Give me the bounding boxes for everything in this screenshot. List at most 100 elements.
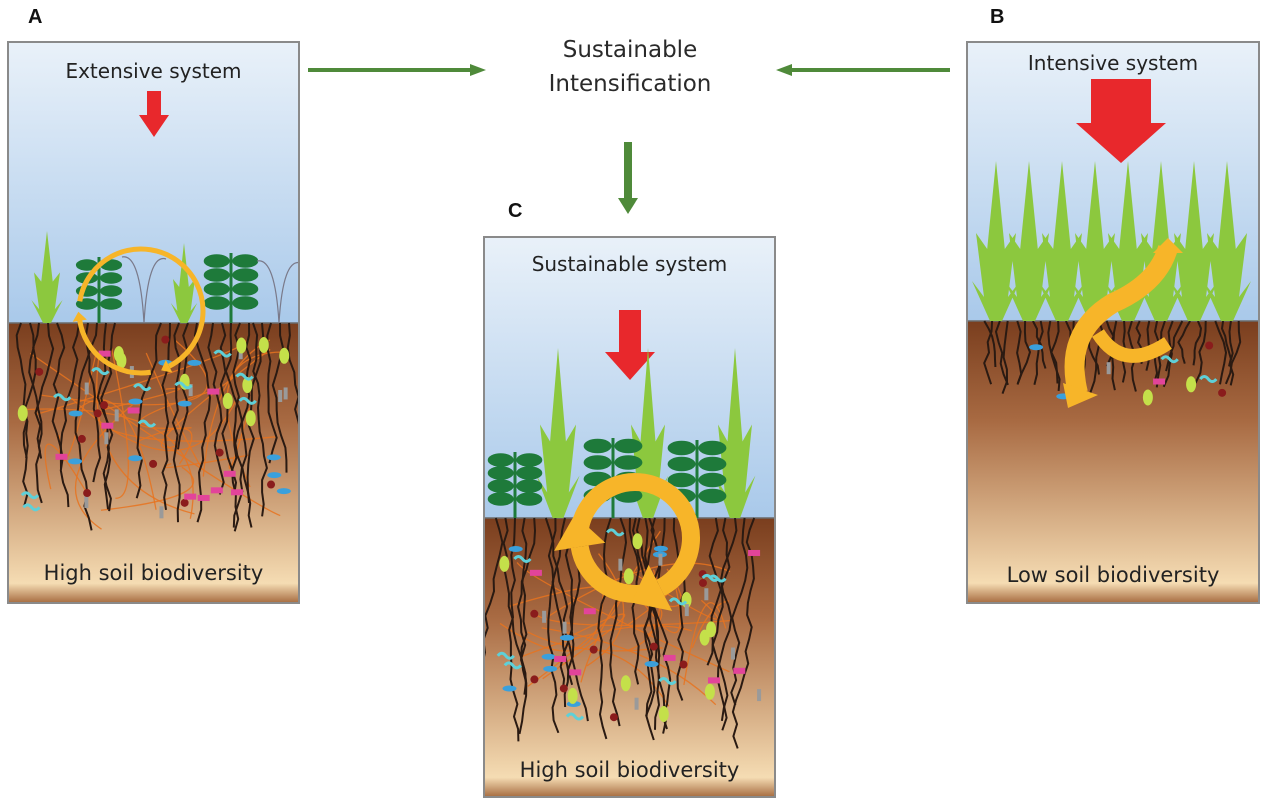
soil-organism-icon bbox=[188, 384, 193, 397]
grass-plant-icon bbox=[1038, 161, 1086, 321]
legume-leaf bbox=[232, 296, 259, 310]
legume-leaf bbox=[583, 455, 612, 470]
soil bbox=[968, 321, 1258, 602]
soil-organism-icon bbox=[127, 407, 140, 414]
soil-organism-icon bbox=[704, 683, 715, 700]
soil-organism-icon bbox=[1160, 355, 1179, 364]
legume-leaf bbox=[698, 440, 727, 456]
soil-organism-icon bbox=[230, 489, 243, 496]
legume-leaf bbox=[232, 268, 259, 282]
root bbox=[193, 322, 212, 523]
soil-organism-icon bbox=[113, 346, 124, 363]
soil-organism-icon bbox=[583, 608, 596, 615]
soil-organism-icon bbox=[699, 629, 710, 646]
soil-organism-icon bbox=[187, 359, 202, 366]
nutrient-cycle-arrow-icon bbox=[570, 473, 700, 596]
grass-plant-icon bbox=[31, 231, 63, 323]
root bbox=[1162, 320, 1174, 388]
root bbox=[207, 322, 225, 495]
cycle-arrowhead-icon bbox=[554, 514, 606, 551]
soil-organism-icon bbox=[283, 387, 288, 400]
weed-stem bbox=[256, 260, 280, 324]
root bbox=[1001, 320, 1009, 394]
root bbox=[1228, 320, 1235, 386]
root bbox=[631, 517, 661, 730]
soil-organism-icon bbox=[623, 568, 634, 585]
soil-organism-icon bbox=[632, 533, 643, 550]
legume-leaf bbox=[487, 492, 514, 506]
soil-organism-icon bbox=[161, 335, 170, 344]
root bbox=[84, 322, 102, 483]
root bbox=[716, 517, 738, 731]
cycle-arrowhead-icon bbox=[631, 564, 673, 611]
root bbox=[15, 322, 29, 459]
soil-organism-icon bbox=[91, 367, 110, 376]
soil-organism-icon bbox=[210, 487, 223, 494]
legume-leaf bbox=[203, 296, 230, 310]
soil-organism-icon bbox=[658, 677, 677, 686]
soil-organism-icon bbox=[748, 549, 761, 556]
legume-leaf bbox=[203, 254, 230, 268]
soil-organism-icon bbox=[267, 472, 282, 479]
soil-organism-icon bbox=[84, 495, 89, 508]
soil-organism-icon bbox=[77, 434, 86, 443]
panel-a-caption: High soil biodiversity bbox=[43, 561, 264, 585]
root bbox=[730, 517, 749, 706]
root bbox=[1165, 320, 1184, 372]
soil-organism-icon bbox=[1153, 378, 1166, 385]
soil-organism-icon bbox=[128, 398, 143, 405]
nutrient-cycle-arrow-icon bbox=[77, 246, 206, 369]
soil-organism-icon bbox=[267, 480, 276, 489]
soil-organism-icon bbox=[731, 647, 736, 660]
root bbox=[34, 322, 55, 504]
grass-plant-icon bbox=[1005, 161, 1053, 321]
flow-arrow-a-to-center bbox=[308, 64, 486, 76]
grass-plant-icon bbox=[1071, 161, 1119, 321]
soil-organism-icon bbox=[733, 667, 746, 674]
soil-organism-icon bbox=[668, 597, 688, 606]
legume-leaf bbox=[614, 438, 643, 454]
nutrient-cycle-arrow-icon bbox=[1064, 244, 1178, 396]
root bbox=[271, 322, 288, 473]
sustainable-intensification-title: Sustainable Intensification bbox=[490, 33, 770, 101]
soil-organism-icon bbox=[101, 422, 114, 429]
soil-organism-icon bbox=[653, 545, 668, 552]
fungal-hyphae bbox=[100, 466, 195, 511]
fungal-hyphae bbox=[96, 353, 195, 515]
legume-leaf bbox=[667, 440, 696, 456]
root bbox=[597, 517, 612, 740]
soil-organism-icon bbox=[541, 653, 556, 660]
root bbox=[708, 517, 729, 722]
soil-organism-icon bbox=[529, 569, 542, 576]
fungal-hyphae bbox=[228, 407, 251, 470]
root bbox=[51, 322, 70, 508]
soil-organism-icon bbox=[543, 665, 558, 672]
root bbox=[994, 320, 1009, 386]
soil-organism-icon bbox=[236, 337, 247, 354]
soil-organism-icon bbox=[133, 383, 152, 392]
soil-organism-icon bbox=[708, 574, 727, 583]
center-title-line2: Intensification bbox=[548, 71, 712, 97]
soil-organism-icon bbox=[279, 347, 290, 364]
soil-organism-icon bbox=[177, 400, 192, 407]
soil-organism-icon bbox=[68, 458, 83, 465]
soil-organism-icon bbox=[620, 675, 631, 692]
soil-organism-icon bbox=[174, 381, 193, 390]
root bbox=[135, 322, 162, 499]
panel-b-title: Intensive system bbox=[1027, 51, 1199, 75]
root bbox=[485, 517, 504, 657]
panel-a-illustration bbox=[9, 43, 298, 602]
soil-organism-icon bbox=[559, 684, 568, 693]
panel-b-caption: Low soil biodiversity bbox=[1006, 563, 1220, 587]
root bbox=[1050, 320, 1060, 384]
fungal-hyphae bbox=[527, 631, 663, 652]
soil-organism-icon bbox=[1029, 344, 1044, 351]
grass-plant-icon bbox=[1203, 161, 1251, 321]
soil-organism-icon bbox=[634, 697, 639, 710]
panel-a-letter: A bbox=[28, 6, 43, 28]
legume-leaf bbox=[487, 479, 514, 493]
root bbox=[1016, 320, 1032, 384]
soil-organism-icon bbox=[606, 528, 625, 537]
legume-leaf bbox=[100, 298, 123, 310]
root bbox=[643, 517, 667, 734]
